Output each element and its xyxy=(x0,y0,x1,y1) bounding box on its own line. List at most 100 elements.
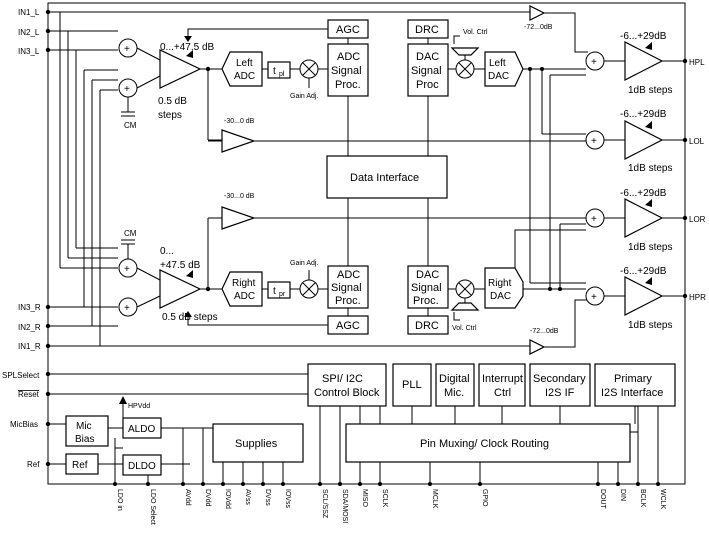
svg-text:Mic: Mic xyxy=(76,421,92,432)
pin-ref: Ref xyxy=(27,460,40,469)
left-adc-label-1: Left xyxy=(236,58,253,69)
pll-block xyxy=(392,363,432,407)
svg-text:DAC: DAC xyxy=(416,269,439,281)
svg-text:ADC: ADC xyxy=(337,51,360,63)
hpl-driver xyxy=(624,41,664,81)
right-cm-label: CM xyxy=(124,229,137,238)
svg-text:t: t xyxy=(273,66,276,77)
bottom-pin-dot xyxy=(636,482,640,486)
pin-spl-select: SPLSelect xyxy=(2,371,40,380)
svg-text:Ctrl: Ctrl xyxy=(494,387,511,399)
output-pins: HPL LOL LOR HPR xyxy=(682,58,706,302)
svg-text:pl: pl xyxy=(279,71,285,78)
bottom-pin-dot xyxy=(656,482,660,486)
svg-text:Signal: Signal xyxy=(331,65,362,77)
output-stage-lol: + xyxy=(585,120,685,160)
svg-text:Supplies: Supplies xyxy=(235,438,278,450)
svg-text:+: + xyxy=(591,57,597,68)
svg-text:Left: Left xyxy=(489,58,506,69)
bottom-pin-label: SCLK xyxy=(381,489,388,508)
bottom-pin-label: IOVss xyxy=(284,489,291,509)
supply-wiring xyxy=(98,427,284,484)
svg-text:Mic.: Mic. xyxy=(444,387,464,399)
bottom-pin-label: MCLK xyxy=(431,489,438,509)
bottom-pin-label: GPIO xyxy=(481,489,488,507)
svg-text:+: + xyxy=(124,264,130,275)
left-pga-step2: steps xyxy=(158,110,182,121)
svg-text:Ref: Ref xyxy=(72,460,88,471)
bottom-pin-label: SDA/MOSI xyxy=(341,489,348,523)
bottom-pin-label: DVss xyxy=(264,489,271,506)
input-pins: IN1_L IN2_L IN3_L IN3_R IN2_R IN1_R SPLS… xyxy=(2,8,51,469)
svg-text:DAC: DAC xyxy=(416,51,439,63)
bottom-pin-dot xyxy=(113,482,117,486)
left-cm-label: CM xyxy=(124,121,137,130)
svg-text:AGC: AGC xyxy=(336,24,360,36)
svg-text:AGC: AGC xyxy=(336,320,360,332)
lor-steps: 1dB steps xyxy=(628,242,672,253)
spi-i2c-control-block xyxy=(307,363,387,407)
chip-outline xyxy=(47,2,686,485)
pin-in1-r: IN1_R xyxy=(18,342,41,351)
svg-text:Control Block: Control Block xyxy=(314,387,380,399)
pin-in3-l: IN3_L xyxy=(18,47,40,56)
lor-gain: -6...+29dB xyxy=(620,188,667,199)
left-vol-ctrl: Vol. Ctrl xyxy=(463,29,488,36)
pin-in2-l: IN2_L xyxy=(18,28,40,37)
bottom-pin-dot xyxy=(181,482,185,486)
bottom-pin-dot xyxy=(281,482,285,486)
bottom-pin-dot xyxy=(338,482,342,486)
svg-text:+: + xyxy=(591,292,597,303)
bottom-pin-label: MISO xyxy=(361,489,368,507)
right-pga-steps: 0.5 dB steps xyxy=(162,312,218,323)
svg-text:+: + xyxy=(124,44,130,55)
svg-text:DRC: DRC xyxy=(415,24,439,36)
hpl-gain: -6...+29dB xyxy=(620,31,667,42)
svg-text:PLL: PLL xyxy=(402,379,422,391)
bottom-pin-dot xyxy=(221,482,225,486)
svg-text:I2S IF: I2S IF xyxy=(545,387,575,399)
pin-muxing-clock-routing-block xyxy=(345,423,631,463)
right-vol-ctrl: Vol. Ctrl xyxy=(452,325,477,332)
right-adc-signal-proc xyxy=(327,265,369,309)
pin-lol: LOL xyxy=(689,137,705,146)
pin-in2-r: IN2_R xyxy=(18,323,41,332)
pin-hpl: HPL xyxy=(689,58,705,67)
left-pga-amplifier xyxy=(159,49,202,89)
lol-steps: 1dB steps xyxy=(628,163,672,174)
left-adc-label-2: ADC xyxy=(234,71,255,82)
bottom-pin-label: LDO Select xyxy=(149,489,156,525)
svg-text:Proc.: Proc. xyxy=(413,295,439,307)
bottom-pin-dot xyxy=(478,482,482,486)
bottom-pin-label: AVss xyxy=(244,489,251,505)
bottom-pin-dot xyxy=(428,482,432,486)
right-bypass-gain: -72...0dB xyxy=(530,328,559,335)
svg-text:Interrupt: Interrupt xyxy=(482,373,523,385)
right-pga-gain-2: +47.5 dB xyxy=(160,260,201,271)
interrupt-ctrl-block xyxy=(478,363,526,407)
svg-text:Proc.: Proc. xyxy=(335,295,361,307)
svg-text:Signal: Signal xyxy=(411,282,442,294)
left-dac-signal-proc xyxy=(407,43,449,97)
left-lo-amplifier xyxy=(221,129,256,153)
right-lo-amplifier xyxy=(221,206,256,230)
hpl-steps: 1dB steps xyxy=(628,85,672,96)
bottom-pin-dot xyxy=(146,482,150,486)
digital-mic-block xyxy=(435,363,475,407)
pin-in3-r: IN3_R xyxy=(18,303,41,312)
svg-text:Secondary: Secondary xyxy=(533,373,586,385)
data-interface-block xyxy=(326,155,448,199)
pin-lor: LOR xyxy=(689,215,706,224)
right-bypass-amplifier xyxy=(529,339,546,355)
svg-text:Primary: Primary xyxy=(614,373,652,385)
left-bypass-gain: -72...0dB xyxy=(524,24,553,31)
left-adc-signal-proc xyxy=(327,43,369,97)
bottom-pin-dot xyxy=(261,482,265,486)
bottom-pin-label: DVdd xyxy=(204,489,211,507)
primary-i2s-block xyxy=(594,363,676,407)
supplies-block xyxy=(212,423,304,463)
svg-text:ALDO: ALDO xyxy=(128,424,155,435)
svg-text:DLDO: DLDO xyxy=(128,461,156,472)
data-interface-label: Data Interface xyxy=(350,172,419,184)
secondary-i2s-block xyxy=(529,363,591,407)
